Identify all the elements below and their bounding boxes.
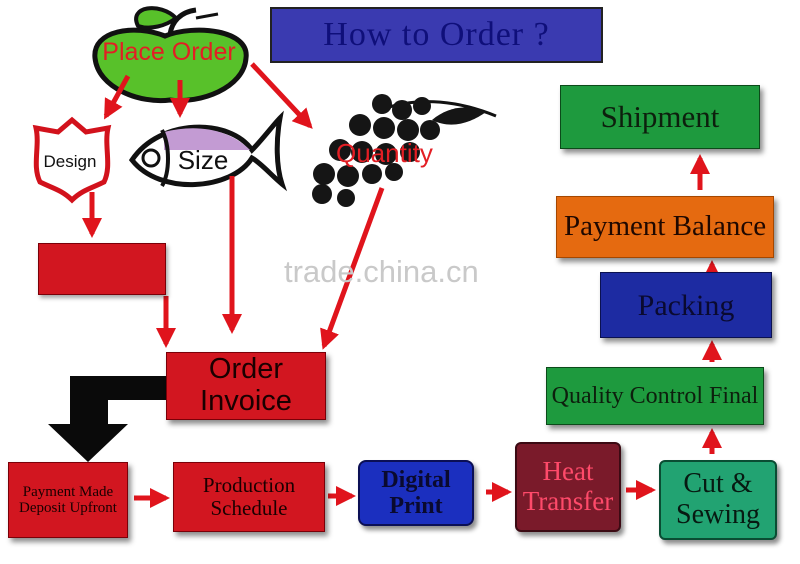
step-payment-made: Payment Made Deposit Upfront bbox=[8, 462, 128, 538]
step-packing: Packing bbox=[600, 272, 772, 338]
page-title: How to Order ? bbox=[270, 7, 603, 63]
design-label: Design bbox=[43, 152, 97, 171]
shield-badge-icon bbox=[32, 116, 112, 204]
step-digital-print: Digital Print bbox=[358, 460, 474, 526]
black-elbow-arrow bbox=[48, 376, 166, 462]
step-heat-transfer: Heat Transfer bbox=[515, 442, 621, 532]
step-shipment: Shipment bbox=[560, 85, 760, 149]
step-order-invoice: Order Invoice bbox=[166, 352, 326, 420]
step-production-schedule: Production Schedule bbox=[173, 462, 325, 532]
apple-icon bbox=[92, 6, 249, 104]
step-payment-balance: Payment Balance bbox=[556, 196, 774, 258]
grapes-icon bbox=[312, 94, 497, 207]
fish-icon bbox=[128, 110, 288, 192]
blank-step-box bbox=[38, 243, 166, 295]
step-cut-sewing: Cut & Sewing bbox=[659, 460, 777, 540]
place-order-label: Place Order bbox=[102, 38, 236, 66]
step-quality-control: Quality Control Final bbox=[546, 367, 764, 425]
quantity-label: Quantity bbox=[336, 138, 433, 168]
watermark: trade.china.cn bbox=[284, 254, 479, 289]
flow-arrows bbox=[82, 62, 722, 508]
size-label: Size bbox=[177, 145, 229, 175]
